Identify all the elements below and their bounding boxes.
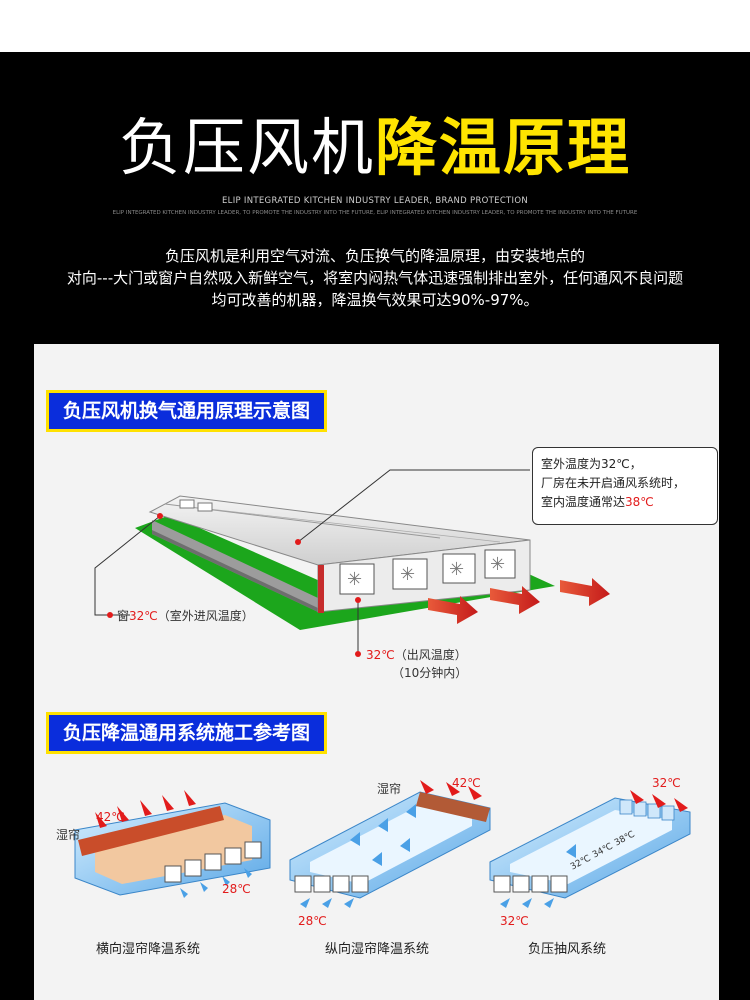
system-horizontal	[74, 790, 271, 898]
window-intake-label: 窗32℃（室外进风温度）	[117, 609, 254, 623]
hot-temp: 42℃	[452, 776, 481, 790]
description-line: 负压风机是利用空气对流、负压换气的降温原理，由安装地点的	[164, 247, 585, 265]
subtitle-english-small: ELIP INTEGRATED KITCHEN INDUSTRY LEADER,…	[112, 210, 638, 216]
cool-temp: 32℃	[500, 914, 529, 928]
cool-temp: 28℃	[222, 882, 251, 896]
page-title: 负压风机降温原理	[0, 108, 750, 188]
roof-vent	[197, 502, 213, 512]
exhaust-fans: ✳ ✳ ✳ ✳	[339, 549, 516, 595]
curtain-label: 湿帘	[377, 782, 402, 796]
curtain-label: 湿帘	[56, 828, 81, 842]
roof-vent	[179, 499, 195, 509]
system-caption: 纵向湿帘降温系统	[325, 942, 430, 957]
green-floor	[135, 515, 555, 630]
svg-text:✳: ✳	[400, 564, 415, 585]
callout-line: 厂房在未开启通风系统时，	[541, 476, 686, 490]
fan	[392, 558, 428, 590]
title-yellow-part: 降温原理	[375, 111, 632, 184]
description: 负压风机是利用空气对流、负压换气的降温原理，由安装地点的 对向---大门或窗户自…	[20, 245, 730, 311]
top-margin	[0, 0, 750, 52]
hot-temp: 32℃	[652, 776, 681, 790]
callout-line: 室外温度为32℃，	[541, 457, 642, 471]
svg-text:✳: ✳	[449, 559, 464, 580]
title-white-part: 负压风机	[118, 111, 375, 184]
section1-label: 负压风机换气通用原理示意图	[46, 390, 328, 432]
fan	[484, 549, 516, 579]
side-wall-front	[152, 530, 318, 612]
system-negative-pressure	[489, 790, 691, 908]
cool-temp: 28℃	[298, 914, 327, 928]
red-arrow	[560, 578, 610, 606]
callout-line: 室内温度通常达38℃	[541, 495, 654, 509]
svg-text:✳: ✳	[347, 569, 362, 590]
exhaust-temp-label: 32℃（出风温度）	[366, 648, 467, 662]
fan	[339, 563, 375, 595]
red-arrow	[428, 596, 478, 624]
system-caption: 横向湿帘降温系统	[96, 942, 201, 957]
temperature-callout: 室外温度为32℃， 厂房在未开启通风系统时， 室内温度通常达38℃	[532, 447, 718, 525]
system-caption: 负压抽风系统	[528, 942, 607, 957]
description-line: 对向---大门或窗户自然吸入新鲜空气，将室内闷热气体迅速强制排出室外，任何通风不…	[66, 269, 684, 287]
exhaust-time-label: （10分钟内）	[392, 666, 468, 680]
fan	[442, 553, 476, 584]
system-longitudinal	[289, 780, 491, 908]
leader-line	[297, 469, 530, 543]
exhaust-arrows	[428, 578, 610, 624]
section2-label: 负压降温通用系统施工参考图	[46, 712, 328, 754]
subtitle-english: ELIP INTEGRATED KITCHEN INDUSTRY LEADER,…	[221, 196, 529, 206]
svg-text:✳: ✳	[490, 554, 505, 575]
red-arrow	[490, 586, 540, 614]
hot-temp: 42℃	[96, 810, 125, 824]
description-line: 均可改善的机器，降温换气效果可达90%-97%。	[211, 291, 539, 309]
end-wall-red-edge	[318, 565, 324, 613]
indoor-temp: 38℃	[625, 495, 654, 509]
